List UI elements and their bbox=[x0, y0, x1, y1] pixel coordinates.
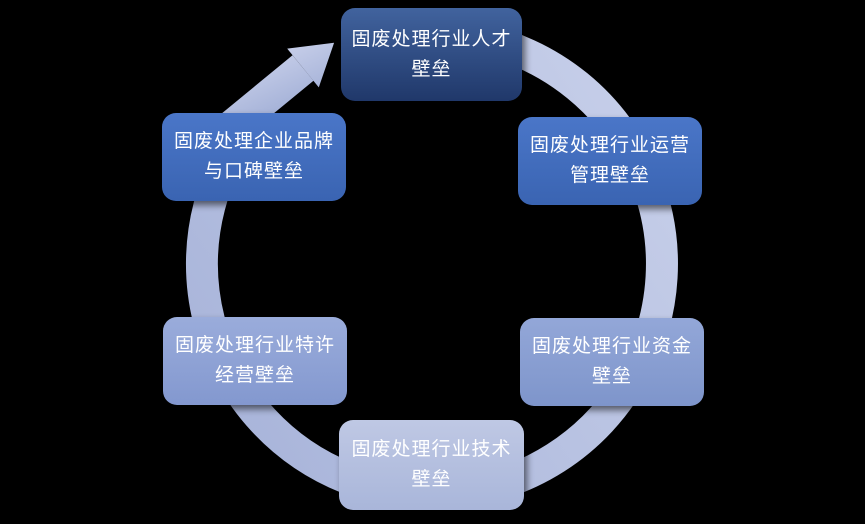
node-franchise-barrier: 固废处理行业特许 经营壁垒 bbox=[163, 317, 347, 405]
node-technology-barrier: 固废处理行业技术 壁垒 bbox=[339, 420, 524, 510]
node-talent-barrier: 固废处理行业人才 壁垒 bbox=[341, 8, 522, 101]
node-label-line1: 固废处理行业人才 bbox=[351, 28, 512, 50]
node-label-line2: 与口碑壁垒 bbox=[203, 161, 304, 182]
node-label-line1: 固废处理企业品牌 bbox=[173, 131, 334, 152]
node-label-line1: 固废处理行业运营 bbox=[529, 135, 690, 156]
node-label-line1: 固废处理行业特许 bbox=[174, 335, 335, 356]
node-label-line2: 管理壁垒 bbox=[569, 165, 650, 186]
cycle-arrowhead-icon bbox=[287, 42, 335, 88]
node-label-line2: 壁垒 bbox=[411, 469, 452, 490]
node-label-line1: 固废处理行业资金 bbox=[531, 336, 692, 357]
node-operation-management-barrier: 固废处理行业运营 管理壁垒 bbox=[518, 117, 702, 205]
node-label-line1: 固废处理行业技术 bbox=[351, 439, 512, 460]
node-capital-barrier: 固废处理行业资金 壁垒 bbox=[520, 318, 704, 406]
node-label-line2: 壁垒 bbox=[411, 58, 452, 80]
node-brand-reputation-barrier: 固废处理企业品牌 与口碑壁垒 bbox=[162, 113, 346, 201]
cycle-ring-arc bbox=[185, 17, 678, 510]
node-label-line2: 经营壁垒 bbox=[214, 365, 295, 386]
node-label-line2: 壁垒 bbox=[591, 366, 632, 387]
